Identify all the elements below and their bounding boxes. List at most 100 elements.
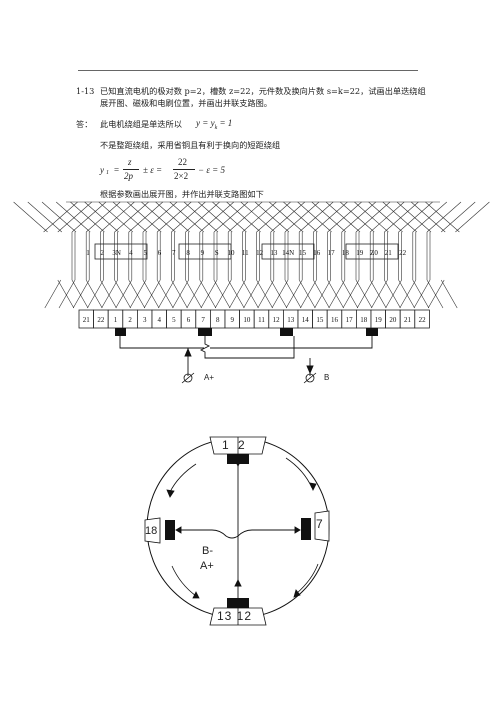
commutator-segment-label: 14 (302, 316, 310, 324)
slot-label: 18 (342, 249, 350, 257)
commutator-segment-label: 2 (128, 316, 132, 324)
commutator-segment-label: 16 (331, 316, 339, 324)
terminal-a-icon (181, 372, 195, 384)
formula-tail: − ε = 5 (198, 165, 225, 175)
brush-2 (198, 328, 212, 336)
commutator-segment-label: 3 (143, 316, 147, 324)
problem-statement-line1: 已知直流电机的极对数 p=2，槽数 z=22，元件数及换向片数 s=k=22，试… (100, 86, 426, 96)
end-connections (44, 279, 458, 309)
formula-lhs: y (100, 165, 104, 175)
terminal-b-label: B (324, 373, 330, 382)
answer-label: 答： (76, 119, 93, 129)
label-a-plus: A+ (200, 560, 214, 572)
commutator-segment-label: 11 (258, 316, 265, 324)
slot-label: 9 (201, 249, 205, 257)
slot-label: 5 (143, 249, 147, 257)
commutator-segment-label: 18 (360, 316, 368, 324)
formula-pm: ± ε = (143, 165, 163, 175)
terminal-a-label: A+ (204, 373, 215, 382)
commutator-segment-label: 21 (83, 316, 91, 324)
segment-label-left: 18 (145, 525, 158, 537)
equation-y-yk: y = yk = 1 (196, 118, 232, 131)
formula-frac2-den: 2×2 (174, 171, 189, 181)
commutator-segment-label: 10 (243, 316, 251, 324)
answer-line3: 根据参数画出展开图，并作出并联支路图如下 (100, 189, 264, 199)
brush-3 (280, 328, 293, 336)
brush-1 (115, 328, 126, 336)
commutator-segment-label: 6 (187, 316, 191, 324)
circle-brush-top (227, 454, 249, 464)
slot-label: 1 (86, 249, 90, 257)
commutator-segment-label: 13 (287, 316, 295, 324)
slot-label: 19 (356, 249, 364, 257)
equation-lhs: y = y (196, 118, 215, 128)
slot-label: 4 (129, 249, 133, 257)
commutator-segment-label: 17 (346, 316, 354, 324)
slot-label: 17 (328, 249, 336, 257)
slot-label: 2 (101, 249, 105, 257)
pole-box-n2 (261, 243, 315, 260)
label-b-minus: B- (202, 545, 213, 557)
commutator-circle (146, 437, 330, 619)
rotation-arrows (166, 457, 319, 599)
brush-4 (366, 328, 378, 336)
slot-label: Z0 (370, 249, 378, 257)
brush-wiring (119, 336, 373, 376)
slot-label: 16 (313, 249, 321, 257)
commutator-segment-label: 19 (375, 316, 383, 324)
commutator-segment-label: 8 (216, 316, 220, 324)
equation-sub: k (214, 124, 218, 131)
commutator-segment (414, 309, 430, 329)
pitch-formula: y 1 = z 2p ± ε = 22 2×2 − ε = 5 (100, 157, 225, 181)
slot-label: 10 (228, 249, 236, 257)
formula-frac2-num: 22 (178, 157, 187, 167)
circle-brush-bottom (227, 598, 249, 608)
pole-box-s1 (178, 243, 232, 260)
formula-frac1-num: z (128, 157, 132, 167)
commutator-segment-label: 20 (389, 316, 397, 324)
slot-label: 12 (256, 249, 264, 257)
segment-label-bottom: 13 12 (217, 609, 253, 623)
circle-brush-right (301, 518, 311, 540)
pole-box-n1 (94, 243, 148, 260)
slot-label: 6 (158, 249, 162, 257)
slot-label: 13 (270, 249, 278, 257)
circle-brush-left (165, 520, 175, 540)
commutator-segment-label: 21 (404, 316, 412, 324)
commutator-segment-label: 1 (114, 316, 118, 324)
commutator-segment-label: 12 (273, 316, 281, 324)
slot-label: 21 (385, 249, 393, 257)
slot-label: 22 (399, 249, 407, 257)
slot-label: 11 (242, 249, 249, 257)
segment-label-right: 7 (316, 517, 323, 531)
segment-label-top: 1 2 (222, 438, 248, 452)
slot-label: 7 (172, 249, 176, 257)
commutator-segment-label: 15 (316, 316, 324, 324)
formula-lhs-sub: 1 (106, 170, 109, 176)
commutator-segment-label: 5 (172, 316, 176, 324)
pole-box-s2 (345, 243, 399, 260)
slot-label: 3N (112, 249, 121, 257)
terminal-b-icon (303, 372, 317, 384)
commutator-segment-label: 4 (158, 316, 162, 324)
slot-label: 14N (282, 249, 294, 257)
slot-label: 15 (299, 249, 307, 257)
winding-conductors (71, 232, 431, 280)
equation-rhs: = 1 (217, 118, 233, 128)
winding-hatch (13, 201, 490, 233)
answer-line2: 不是整距绕组，采用省铜且有利于换向的短距绕组 (100, 140, 281, 150)
branch-wiring (175, 459, 301, 598)
slot-label: S (215, 249, 219, 257)
problem-number: 1-13 (76, 86, 95, 96)
answer-line1: 此电机绕组是单迭所以 (100, 119, 182, 129)
commutator-segment-label: 7 (201, 316, 205, 324)
problem-statement-line2: 展开图、磁极和电刷位置，并画出并联支路图。 (100, 98, 272, 108)
commutator-segment-label: 22 (419, 316, 427, 324)
commutator-segment-label: 22 (97, 316, 105, 324)
commutator-segment-label: 9 (231, 316, 235, 324)
header-rule (78, 70, 418, 71)
formula-frac1-den: 2p (124, 171, 133, 181)
